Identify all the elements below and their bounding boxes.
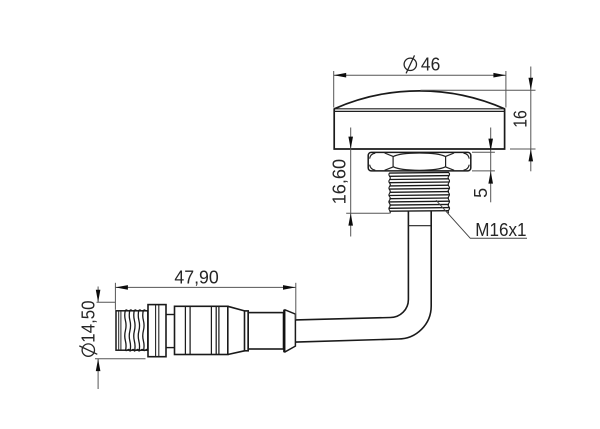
svg-text:47,90: 47,90 [174,267,218,287]
svg-text:14,50: 14,50 [79,301,99,343]
svg-text:46: 46 [421,55,440,75]
svg-text:5: 5 [471,188,491,198]
svg-text:16: 16 [511,110,531,128]
svg-text:M16x1: M16x1 [475,220,526,240]
svg-text:16,60: 16,60 [330,159,350,205]
